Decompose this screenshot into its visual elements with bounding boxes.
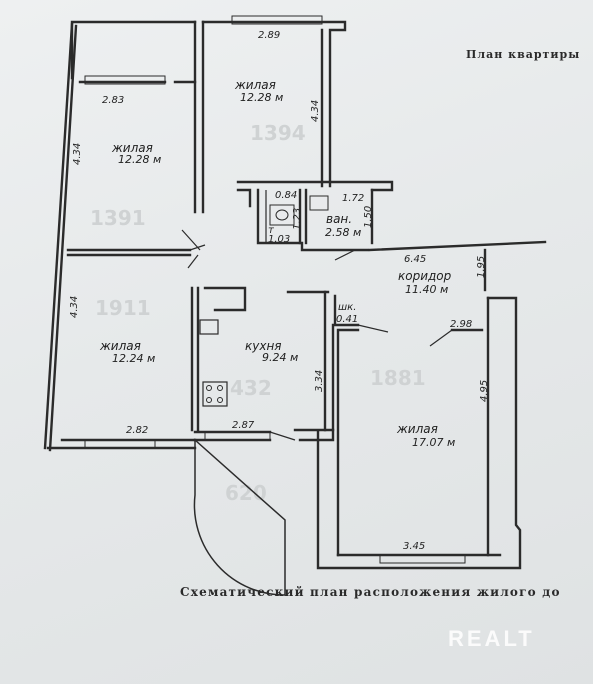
room-area-bedroom-left: 12.24 м bbox=[112, 352, 155, 365]
svg-text:1391: 1391 bbox=[90, 206, 146, 230]
room-area-bathroom: 2.58 м bbox=[325, 226, 361, 239]
dim-corridor-width: 1.95 bbox=[476, 256, 487, 278]
room-label-bedroom-left: жилая bbox=[99, 339, 141, 353]
faded-background-marks: 1394 1391 1911 432 1881 620 bbox=[90, 121, 426, 505]
dim-kitchen-width: 2.87 bbox=[232, 420, 255, 431]
dim-toilet-depth: 1.23 bbox=[292, 208, 303, 230]
dimension-labels: 2.89 2.83 4.34 4.34 0.84 1.72 1.50 1.23 … bbox=[69, 30, 490, 552]
room-area-corridor: 11.40 м bbox=[405, 283, 448, 296]
room-label-living: жилая bbox=[396, 422, 438, 436]
room-area-bedroom-top: 12.28 м bbox=[240, 91, 283, 104]
plan-caption: Схематический план расположения жилого д… bbox=[180, 585, 561, 599]
dim-top-room-width: 2.89 bbox=[258, 30, 280, 41]
svg-text:432: 432 bbox=[230, 376, 272, 400]
dim-living-width-top: 2.98 bbox=[450, 319, 472, 330]
room-labels: жилая 12.28 м жилая 12.28 м жилая 12.24 … bbox=[99, 78, 455, 449]
doors bbox=[181, 229, 453, 596]
room-label-bedroom-top: жилая bbox=[234, 78, 276, 92]
room-label-corridor: коридор bbox=[398, 269, 452, 283]
windows bbox=[84, 15, 466, 564]
room-area-living: 17.07 м bbox=[412, 436, 455, 449]
svg-text:1881: 1881 bbox=[370, 366, 426, 390]
room-area-kitchen: 9.24 м bbox=[262, 351, 298, 364]
room-area-bedroom-top-left: 12.28 м bbox=[118, 153, 161, 166]
dim-toilet-width: 0.84 bbox=[275, 190, 297, 201]
dim-left-room-width: 2.82 bbox=[126, 425, 148, 436]
page-title: План квартиры bbox=[466, 48, 581, 61]
room-label-closet: шк. bbox=[338, 302, 356, 313]
dim-left-room-depth: 4.34 bbox=[69, 296, 80, 318]
room-area-closet: 0.41 bbox=[336, 314, 358, 325]
dim-kitchen-depth: 3.34 bbox=[314, 370, 325, 392]
kitchen-fixtures bbox=[199, 319, 228, 407]
bathroom-fixtures bbox=[269, 195, 329, 226]
room-label-bathroom: ван. bbox=[326, 212, 352, 226]
dim-top-left-depth: 4.34 bbox=[72, 143, 83, 165]
dim-living-depth: 4.95 bbox=[479, 380, 490, 402]
svg-text:1911: 1911 bbox=[95, 296, 151, 320]
room-label-kitchen: кухня bbox=[245, 339, 282, 353]
room-area-toilet: 1.03 bbox=[268, 234, 290, 245]
room-label-bedroom-top-left: жилая bbox=[111, 141, 153, 155]
svg-text:1394: 1394 bbox=[250, 121, 306, 145]
realt-watermark: REALT bbox=[448, 626, 535, 651]
dim-top-room-depth: 4.34 bbox=[310, 100, 321, 122]
room-label-toilet: т bbox=[268, 225, 275, 236]
dim-top-left-width: 2.83 bbox=[102, 95, 124, 106]
dim-corridor-length: 6.45 bbox=[404, 254, 426, 265]
dim-living-width-bottom: 3.45 bbox=[403, 541, 425, 552]
dim-bath-width: 1.72 bbox=[342, 193, 364, 204]
dim-bath-depth: 1.50 bbox=[363, 206, 374, 228]
